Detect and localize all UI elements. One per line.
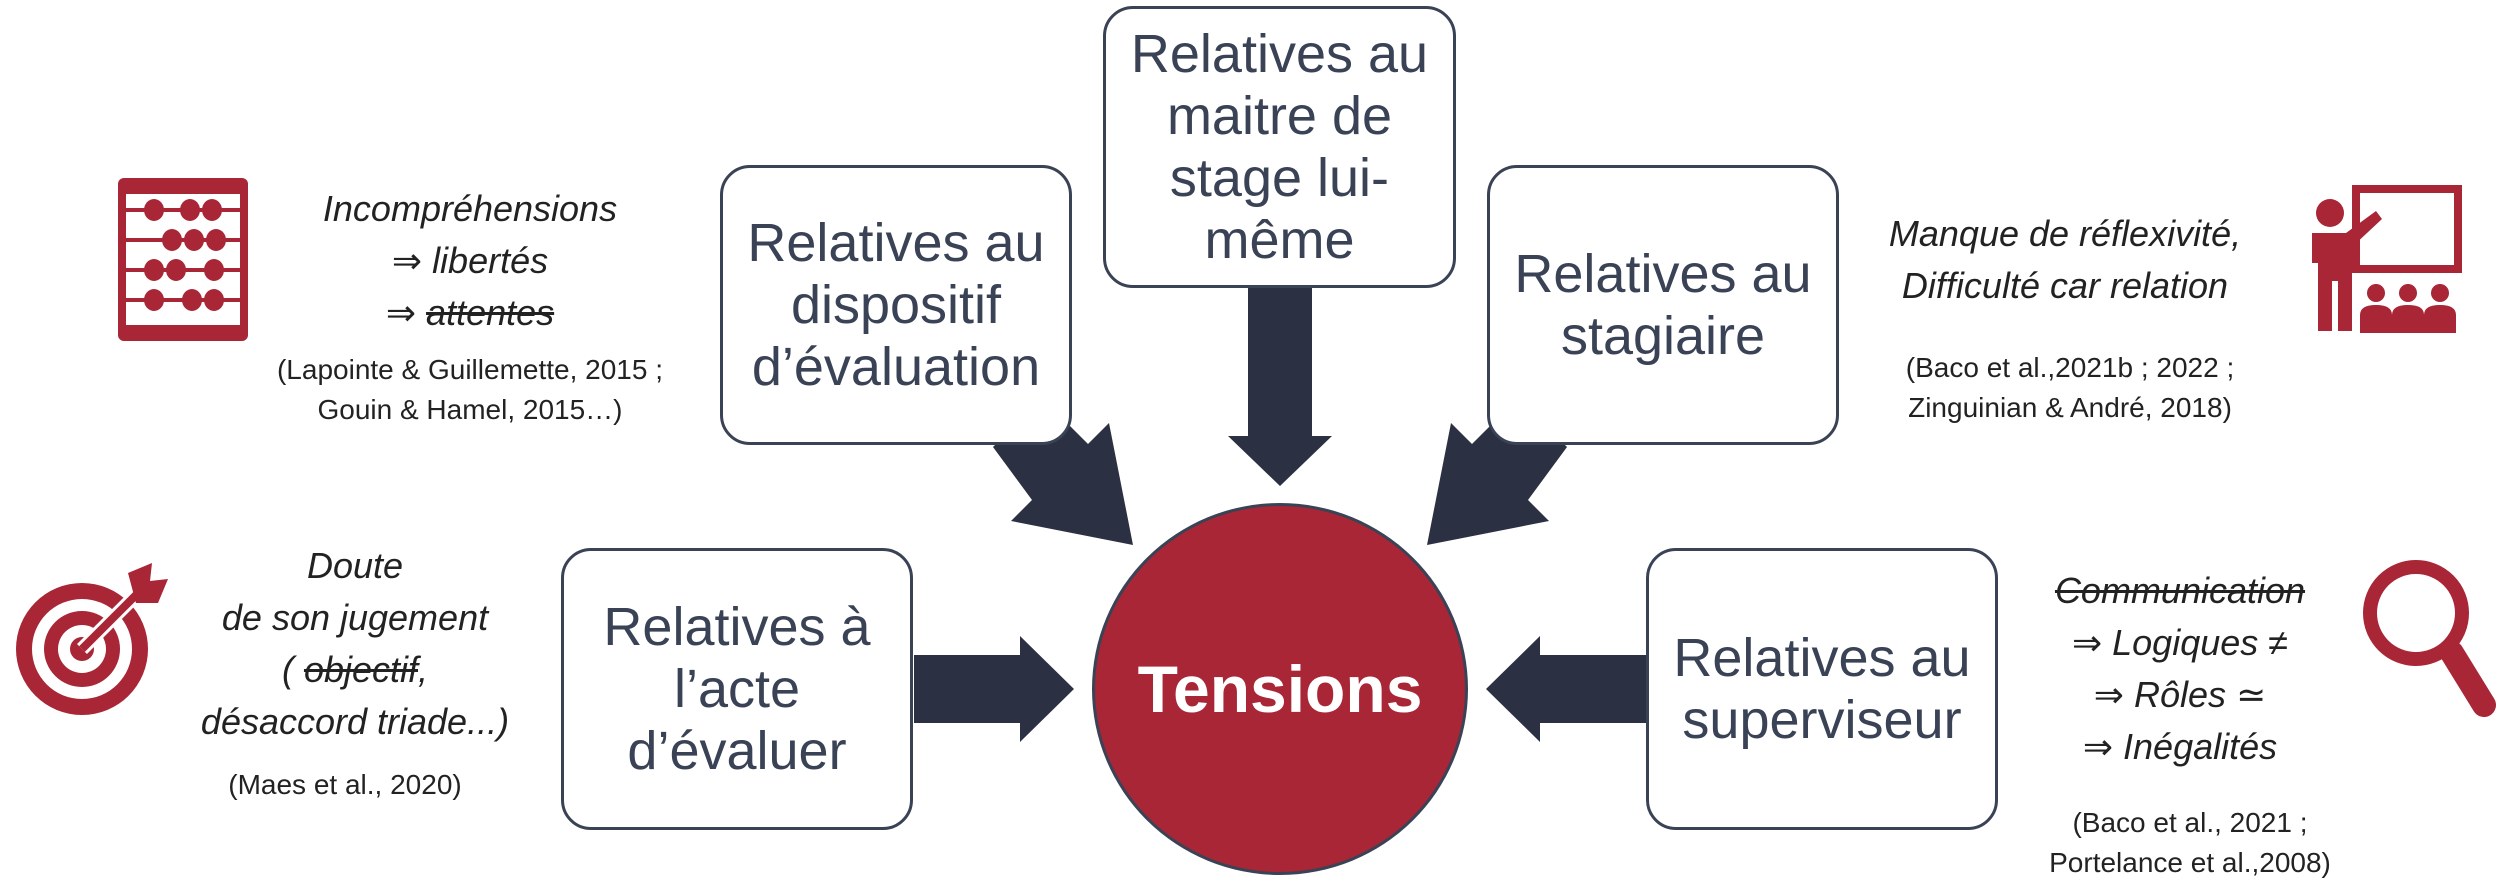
note-top-left-line-2: libertés: [432, 240, 549, 281]
box-dispositif-line-1: Relatives au: [747, 213, 1045, 273]
note-bottom-left-line-3-post: ,: [418, 649, 429, 690]
ref-bottom-right: (Baco et al., 2021 ; Portelance et al.,2…: [2020, 803, 2360, 883]
arrow-from-superviseur: [1486, 636, 1646, 742]
ref-bottom-right-line-1: (Baco et al., 2021 ;: [2072, 807, 2308, 838]
ref-top-right-line-2: Zinguinian & André, 2018): [1908, 392, 2232, 423]
box-maitre-line-1: Relatives au: [1130, 24, 1429, 84]
note-top-right-line-2: Difficulté car relation: [1901, 265, 2229, 306]
magnifier-icon: [2363, 560, 2496, 717]
box-dispositif-line-3: d’évaluation: [751, 337, 1041, 397]
note-bottom-left-row-3: ( objectif,: [160, 644, 550, 696]
implies-symbol: ⇒: [391, 240, 423, 281]
box-maitre-line-3: stage lui-: [1169, 148, 1390, 208]
implies-symbol: ⇒: [2071, 622, 2103, 663]
implies-symbol: ⇒: [2093, 674, 2124, 715]
box-maitre: Relatives au maitre de stage lui- même: [1103, 6, 1456, 288]
note-bottom-left-line-1: Doute: [306, 545, 404, 586]
arrow-from-acte: [914, 636, 1074, 742]
teacher-presentation-icon: [2312, 185, 2462, 333]
note-bottom-right: Communication ⇒ Logiques ≠ ⇒ Rôles ≃ ⇒ I…: [2010, 565, 2350, 773]
box-acte-line-3: d’évaluer: [627, 721, 847, 781]
box-stagiaire: Relatives au stagiaire: [1487, 165, 1839, 445]
box-maitre-line-2: maitre de: [1166, 86, 1393, 146]
ref-bottom-left: (Maes et al., 2020): [160, 765, 530, 805]
implies-symbol: ⇒: [385, 292, 417, 333]
note-top-left-line-3: attentes: [426, 292, 555, 333]
ref-bottom-left-line-1: (Maes et al., 2020): [228, 769, 462, 800]
note-bottom-right-line-3: Rôles ≃: [2133, 674, 2267, 715]
tensions-circle: Tensions: [1092, 503, 1468, 875]
note-top-right: Manque de réflexivité, Difficulté car re…: [1845, 208, 2285, 312]
box-acte-line-2: l’acte: [673, 659, 801, 719]
note-top-left-line-1: Incompréhensions: [322, 188, 618, 229]
box-acte: Relatives à l’acte d’évaluer: [561, 548, 913, 830]
note-bottom-left-line-3-strike: objectif: [303, 649, 419, 690]
box-dispositif: Relatives au dispositif d’évaluation: [720, 165, 1072, 445]
box-stagiaire-line-2: stagiaire: [1560, 306, 1766, 366]
implies-symbol: ⇒: [2082, 726, 2114, 767]
box-superviseur-line-2: superviseur: [1682, 690, 1962, 750]
note-bottom-right-row-2: ⇒ Logiques ≠: [2010, 617, 2350, 669]
box-dispositif-line-2: dispositif: [790, 275, 1002, 335]
ref-top-right: (Baco et al.,2021b ; 2022 ; Zinguinian &…: [1860, 348, 2280, 428]
box-superviseur-line-1: Relatives au: [1673, 628, 1971, 688]
note-top-right-line-1: Manque de réflexivité,: [1888, 213, 2242, 254]
note-bottom-right-row-3: ⇒ Rôles ≃: [2010, 669, 2350, 721]
abacus-icon: [118, 178, 248, 341]
arrow-from-maitre: [1228, 288, 1332, 486]
note-bottom-left-line-3-pre: (: [281, 649, 304, 690]
note-top-left: Incompréhensions ⇒ libertés ⇒ attentes: [250, 183, 690, 339]
ref-top-left-line-2: Gouin & Hamel, 2015…): [317, 394, 623, 425]
note-bottom-left-line-2: de son jugement: [221, 597, 489, 638]
note-bottom-right-line-2: Logiques ≠: [2112, 622, 2289, 663]
note-bottom-left-line-4: désaccord triade...): [200, 701, 510, 742]
ref-top-right-line-1: (Baco et al.,2021b ; 2022 ;: [1905, 352, 2235, 383]
note-bottom-right-row-4: ⇒ Inégalités: [2010, 721, 2350, 773]
box-maitre-line-4: même: [1204, 210, 1355, 270]
note-bottom-right-line-4: Inégalités: [2123, 726, 2278, 767]
ref-top-left-line-1: (Lapointe & Guillemette, 2015 ;: [276, 354, 663, 385]
box-superviseur: Relatives au superviseur: [1646, 548, 1998, 830]
target-icon: [16, 563, 168, 715]
note-top-left-row-2: ⇒ libertés: [250, 235, 690, 287]
tensions-label: Tensions: [1137, 652, 1423, 726]
box-stagiaire-line-1: Relatives au: [1514, 244, 1812, 304]
box-acte-line-1: Relatives à: [603, 597, 871, 657]
note-bottom-right-line-1: Communication: [2054, 570, 2306, 611]
ref-top-left: (Lapointe & Guillemette, 2015 ; Gouin & …: [250, 350, 690, 430]
note-bottom-left: Doute de son jugement ( objectif, désacc…: [160, 540, 550, 748]
note-top-left-row-3: ⇒ attentes: [250, 287, 690, 339]
ref-bottom-right-line-2: Portelance et al.,2008): [2049, 847, 2331, 878]
